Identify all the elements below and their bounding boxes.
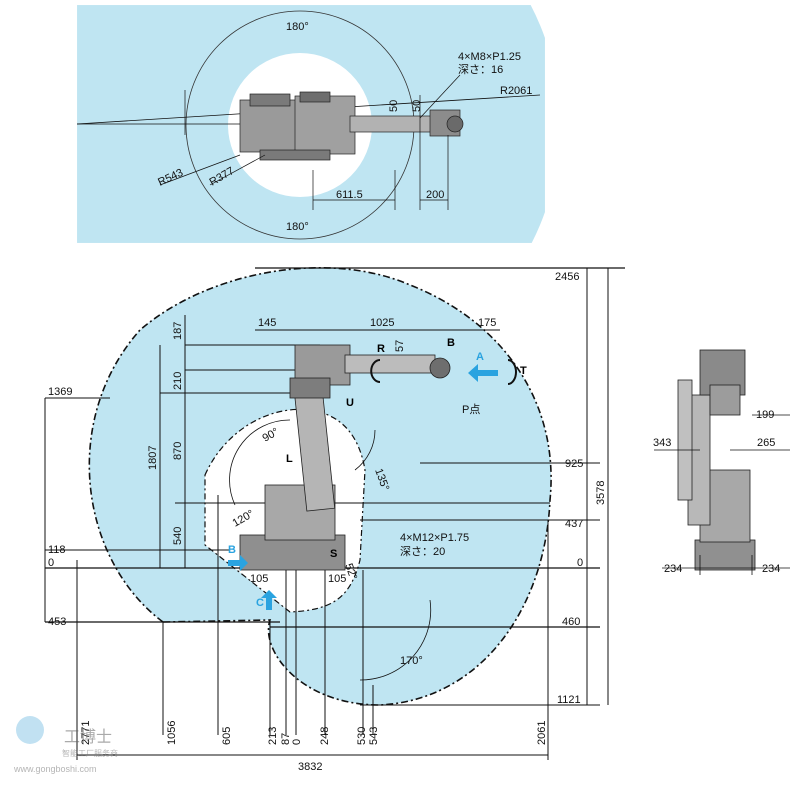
w-105a: 105 [250, 573, 268, 585]
h-460: 460 [562, 616, 580, 628]
p-point-label: P点 [462, 403, 480, 416]
angle-170: 170° [400, 655, 423, 667]
axis-R: R [377, 343, 385, 355]
b-1056: 1056 [166, 721, 178, 745]
axis-U: U [346, 397, 354, 409]
axis-T: T [520, 365, 527, 377]
watermark: 工博士 智能工厂服务商 www.gongboshi.com [13, 716, 118, 774]
h-1121: 1121 [557, 694, 581, 706]
axis-B: B [447, 337, 455, 349]
label-A: A [476, 351, 484, 363]
top-dim-200: 200 [426, 189, 444, 201]
b-543: 543 [368, 727, 380, 745]
b-3832: 3832 [298, 761, 322, 773]
h-3578: 3578 [595, 481, 607, 505]
b-2061: 2061 [536, 721, 548, 745]
w-145: 145 [258, 317, 276, 329]
w-175: 175 [478, 317, 496, 329]
b-248: 248 [319, 727, 331, 745]
h-437: 437 [565, 518, 583, 530]
watermark-logo-icon [16, 716, 44, 744]
w-1025: 1025 [370, 317, 394, 329]
top-robot-body [239, 91, 464, 161]
arc-135 [354, 429, 376, 471]
axis-S: S [330, 548, 337, 560]
h-453: 453 [48, 616, 66, 628]
arrow-B [228, 555, 248, 571]
top-angle-bottom: 180° [286, 221, 309, 233]
arrow-A [468, 364, 498, 382]
v-210: 210 [172, 372, 184, 390]
top-view: 180° 180° 4×M8×P1.25 深さ：16 R2061 R543 R3… [76, 4, 546, 244]
v-1807: 1807 [147, 446, 159, 470]
w-105b: 105 [328, 573, 346, 585]
front-robot-body [677, 349, 756, 571]
top-dim-611: 611.5 [336, 189, 363, 201]
h-925: 925 [565, 458, 583, 470]
front-view: 199 343 265 234 234 [653, 349, 790, 575]
top-dim-50a: 50 [388, 100, 400, 112]
b-213: 213 [267, 727, 279, 745]
h-0-left: 0 [48, 557, 54, 569]
top-dim-50b: 50 [411, 100, 423, 112]
arc-90 [229, 419, 291, 506]
b-605: 605 [221, 727, 233, 745]
base-thread-spec: 4×M12×P1.75 [400, 532, 469, 544]
h-2456: 2456 [555, 271, 579, 283]
watermark-url: www.gongboshi.com [13, 764, 97, 774]
top-r2061-label: R2061 [500, 85, 532, 97]
arrow-C [261, 590, 277, 610]
w-57: 57 [394, 340, 406, 352]
b-87: 87 [280, 733, 292, 745]
bottom-dims: 2771 1056 605 213 87 0 248 530 543 2061 … [80, 721, 548, 773]
front-w-234b: 234 [762, 563, 780, 575]
h-0-right: 0 [577, 557, 583, 569]
watermark-sub: 智能工厂服务商 [62, 748, 118, 758]
side-view: 2456 1369 925 437 118 0 0 453 460 1121 3… [44, 266, 625, 760]
arc-170 [359, 599, 432, 681]
rot-R [370, 359, 381, 383]
front-w-234a: 234 [664, 563, 682, 575]
top-thread-depth: 深さ：16 [458, 63, 503, 76]
top-thread-spec: 4×M8×P1.25 [458, 51, 521, 63]
b-0: 0 [291, 739, 303, 745]
top-angle-top: 180° [286, 21, 309, 33]
angle-52: 52° [342, 562, 359, 582]
b-530: 530 [356, 727, 368, 745]
base-thread-depth: 深さ：20 [400, 545, 445, 558]
label-B2: B [228, 544, 236, 556]
h-118: 118 [48, 544, 66, 556]
front-w-199: 199 [756, 409, 774, 421]
rot-T [507, 359, 517, 385]
front-w-265: 265 [757, 437, 775, 449]
front-w-343: 343 [653, 437, 671, 449]
v-187: 187 [172, 322, 184, 340]
b-2771: 2771 [80, 721, 92, 745]
h-1369: 1369 [48, 386, 72, 398]
axis-L: L [286, 453, 293, 465]
v-870: 870 [172, 442, 184, 460]
watermark-brand: 工博士 [64, 728, 112, 746]
side-robot-body [239, 344, 451, 571]
v-540: 540 [172, 527, 184, 545]
label-C: C [256, 597, 264, 609]
